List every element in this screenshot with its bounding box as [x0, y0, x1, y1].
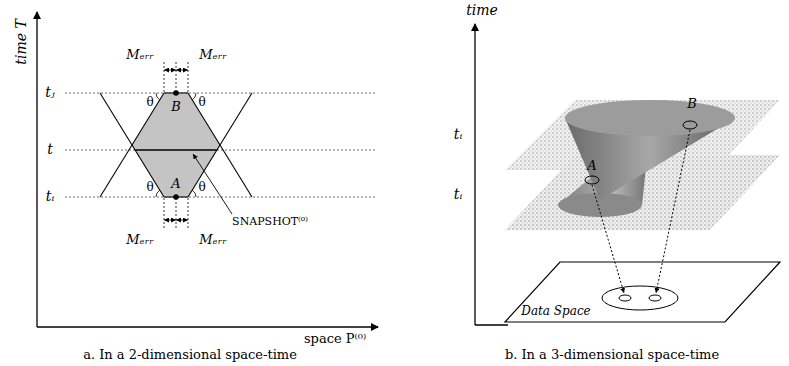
svg-line	[164, 220, 170, 221]
point-label: B	[171, 100, 181, 114]
svg-ellipse	[602, 286, 678, 310]
error-margin-label: Mₑᵣᵣ	[126, 233, 153, 247]
svg-line	[164, 70, 170, 71]
snapshot-label: SNAPSHOT⁽⁰⁾	[232, 216, 308, 228]
angle-arcs	[156, 93, 196, 197]
angle-label: θ	[146, 96, 153, 109]
svg-path	[156, 190, 160, 197]
svg-circle	[173, 90, 179, 96]
snapshot-leader	[193, 154, 232, 214]
svg-line	[474, 24, 475, 325]
error-margin-label: Mₑᵣᵣ	[199, 48, 226, 62]
svg-line	[176, 70, 182, 71]
svg-line	[36, 12, 37, 327]
panel-a-axes	[37, 12, 378, 327]
time-mark: tᵢ	[454, 127, 462, 142]
axis-title: time	[466, 3, 498, 18]
svg-line	[65, 197, 375, 198]
cone-b	[565, 100, 735, 200]
svg-line	[65, 150, 375, 151]
svg-line	[37, 326, 378, 327]
axis-title: time T	[14, 19, 29, 64]
svg-line	[100, 93, 164, 197]
svg-line	[164, 198, 165, 228]
svg-line	[188, 93, 252, 197]
svg-path	[156, 93, 160, 100]
svg-path	[192, 93, 196, 100]
svg-line	[176, 198, 177, 228]
plane-label: Data Space	[521, 305, 590, 318]
svg-path	[192, 190, 196, 197]
panel-caption: b. In a 3-dimensional space-time	[505, 348, 719, 362]
axis-title: space P⁽⁰⁾	[304, 332, 366, 346]
point-label: A	[171, 177, 180, 191]
svg-ellipse	[619, 295, 631, 301]
time-mark: tᵢ	[46, 189, 54, 204]
cone-lines	[100, 93, 252, 197]
error-margin-marks	[164, 62, 188, 228]
point-label: B	[687, 97, 697, 111]
data-space-plane	[505, 262, 780, 322]
svg-line	[592, 185, 624, 293]
time-level-lines	[65, 93, 375, 197]
svg-line	[188, 198, 189, 228]
projection-arrows	[592, 130, 690, 293]
svg-ellipse	[585, 176, 599, 184]
svg-line	[182, 70, 188, 71]
svg-line	[475, 324, 508, 325]
panel-b-axes	[475, 24, 508, 325]
angle-label: θ	[146, 181, 153, 194]
svg-line	[188, 93, 252, 197]
svg-line	[65, 93, 375, 94]
error-margin-label: Mₑᵣᵣ	[199, 233, 226, 247]
svg-line	[164, 62, 165, 92]
svg-line	[182, 220, 188, 221]
time-mark: t	[47, 142, 53, 157]
snapshot-line	[135, 149, 217, 151]
svg-ellipse	[565, 100, 735, 136]
svg-line	[100, 93, 164, 197]
time-mark: tᵢ	[454, 187, 462, 202]
svg-line	[656, 130, 690, 293]
svg-line	[170, 70, 176, 71]
time-mark: tⱼ	[45, 85, 54, 100]
panel-caption: a. In a 2-dimensional space-time	[83, 348, 297, 362]
svg-circle	[173, 194, 179, 200]
svg-line	[188, 62, 189, 92]
svg-ellipse	[649, 295, 661, 301]
svg-line	[176, 220, 182, 221]
point-label: A	[587, 159, 596, 173]
snapshot-region	[132, 93, 220, 197]
error-margin-label: Mₑᵣᵣ	[126, 48, 153, 62]
projection-region	[602, 286, 678, 310]
svg-line	[170, 220, 176, 221]
angle-label: θ	[198, 96, 205, 109]
svg-ellipse	[683, 121, 697, 129]
svg-line	[176, 62, 177, 92]
angle-label: θ	[198, 181, 205, 194]
